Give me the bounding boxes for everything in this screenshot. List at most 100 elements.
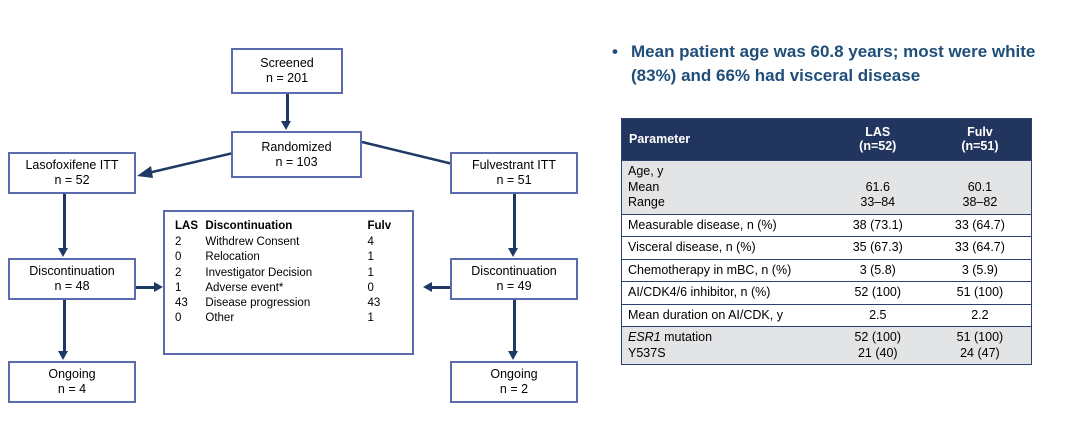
flow-box-screened-line1: Screened [260,56,314,70]
patient-table-row-label: Age, y Mean Range [621,160,827,214]
flow-box-las-discontinuation-line1: Discontinuation [29,264,115,278]
discontinuation-reason: Relocation [205,251,260,264]
patient-table-row: Measurable disease, n (%) 38 (73.1) 33 (… [621,214,1032,237]
patient-table-header-las-label: LAS [865,125,891,139]
discontinuation-las-value: 2 [175,236,182,249]
discontinuation-las-value: 1 [175,281,182,294]
discontinuation-header-row: LAS Discontinuation Fulv [175,219,408,235]
patient-table-row-label-gene: ESR1 [628,330,661,344]
discontinuation-las-value: 0 [175,251,182,264]
patient-table-row: ESR1 mutation Y537S 52 (100) 21 (40) 51 … [621,326,1032,365]
flow-box-lasofoxifene-itt-line2: n = 52 [54,173,90,187]
patient-table-row-fulv: 33 (64.7) [928,236,1032,259]
discontinuation-fulv-value: 43 [367,297,381,310]
discontinuation-fulv-value: 0 [367,281,374,294]
patient-table-header-fulv-n: (n=51) [961,139,999,153]
discontinuation-row: 0 Relocation 1 [175,250,408,265]
connector-lasdisc-legend [136,286,154,289]
flow-box-las-discontinuation: Discontinuation n = 48 [8,258,136,300]
patient-table-header-las-n: (n=52) [859,139,897,153]
patient-table-row: Chemotherapy in mBC, n (%) 3 (5.8) 3 (5.… [621,259,1032,282]
discontinuation-reason: Other [205,312,235,325]
patient-table-header-las: LAS (n=52) [826,118,929,161]
patient-table-row: Visceral disease, n (%) 35 (67.3) 33 (64… [621,236,1032,259]
patient-table-row: Mean duration on AI/CDK, y 2.5 2.2 [621,304,1032,327]
patient-table-row-fulv: 2.2 [928,304,1032,327]
discontinuation-legend-box: LAS Discontinuation Fulv 2 Withdrew Cons… [163,210,414,355]
connector-fulvitt-discontinuation [513,194,516,250]
flow-box-fulvestrant-itt: Fulvestrant ITT n = 51 [450,152,578,194]
arrowhead-fulv-ongoing [508,351,518,360]
connector-fulvdisc-legend [432,286,450,289]
patient-table-row-las: 38 (73.1) [826,214,929,237]
discontinuation-table: LAS Discontinuation Fulv 2 Withdrew Cons… [175,219,408,326]
discontinuation-row: 43 Disease progression 43 [175,296,408,311]
patient-table-row-fulv: 51 (100) [928,281,1032,304]
patient-table-row-fulv: 60.1 38–82 [928,160,1032,214]
flow-box-randomized-line1: Randomized [261,139,332,154]
patient-table-row-label: Chemotherapy in mBC, n (%) [621,259,827,282]
arrowhead-randomized [281,121,291,130]
patient-table-row-las: 61.6 33–84 [826,160,929,214]
flow-box-las-ongoing: Ongoing n = 4 [8,361,136,403]
patient-table-row-label-rest: mutation Y537S [628,330,713,360]
discontinuation-reason: Withdrew Consent [205,236,300,249]
flow-box-fulvestrant-itt-line2: n = 51 [496,173,532,187]
flow-box-fulv-discontinuation-line2: n = 49 [496,279,532,293]
discontinuation-row: 0 Other 1 [175,311,408,326]
flow-box-las-discontinuation-line2: n = 48 [54,279,90,293]
discontinuation-header-fulv: Fulv [367,220,392,232]
patient-table-row-las: 3 (5.8) [826,259,929,282]
patient-table-row: AI/CDK4/6 inhibitor, n (%) 52 (100) 51 (… [621,281,1032,304]
connector-lasitt-discontinuation [63,194,66,250]
patient-table-row-label: AI/CDK4/6 inhibitor, n (%) [621,281,827,304]
discontinuation-row: 1 Adverse event* 0 [175,281,408,296]
patient-table-row-las: 2.5 [826,304,929,327]
discontinuation-fulv-value: 1 [367,312,374,325]
discontinuation-reason: Adverse event* [205,281,284,294]
flow-box-lasofoxifene-itt-line1: Lasofoxifene ITT [25,158,119,172]
arrowhead-las-discontinuation [58,248,68,257]
connector-lasdisc-ongoing [63,300,66,353]
summary-bullet: • Mean patient age was 60.8 years; most … [612,40,1064,88]
discontinuation-fulv-value: 1 [367,251,374,264]
arrowhead-fulv-discontinuation [508,248,518,257]
flow-box-las-ongoing-line1: Ongoing [48,367,96,381]
flow-box-randomized-line2: n = 103 [275,154,318,169]
arrowhead-legend-right [423,281,432,292]
flow-box-fulv-discontinuation: Discontinuation n = 49 [450,258,578,300]
patient-characteristics-table: Parameter LAS (n=52) Fulv (n=51) Age, y … [621,118,1032,365]
arrowhead-legend-left [154,281,163,292]
flow-box-randomized: Randomized n = 103 [231,131,362,178]
flow-box-fulv-ongoing-line1: Ongoing [490,367,538,381]
flow-box-lasofoxifene-itt: Lasofoxifene ITT n = 52 [8,152,136,194]
connector-screened-randomized [286,94,289,123]
flow-box-fulvestrant-itt-line1: Fulvestrant ITT [471,158,557,172]
discontinuation-fulv-value: 4 [367,236,374,249]
discontinuation-header-las: LAS [175,220,198,232]
discontinuation-las-value: 43 [175,297,188,310]
flow-box-fulv-ongoing: Ongoing n = 2 [450,361,578,403]
flow-box-fulv-ongoing-line2: n = 2 [499,382,529,396]
patient-table-header-fulv: Fulv (n=51) [928,118,1032,161]
patient-table-row-label: ESR1 mutation Y537S [621,326,827,365]
discontinuation-reason: Investigator Decision [205,266,313,279]
discontinuation-las-value: 2 [175,266,182,279]
bullet-marker-icon: • [612,42,618,61]
discontinuation-las-value: 0 [175,312,182,325]
flow-box-screened-line2: n = 201 [265,71,309,85]
discontinuation-reason: Disease progression [205,297,311,310]
discontinuation-header-reason: Discontinuation [205,220,293,232]
flow-box-fulv-discontinuation-line1: Discontinuation [471,264,557,278]
patient-table-row-fulv: 33 (64.7) [928,214,1032,237]
arrowhead-las-ongoing [58,351,68,360]
patient-table-row-las: 52 (100) 21 (40) [826,326,929,365]
connector-fulvdisc-ongoing [513,300,516,353]
patient-table-header-row: Parameter LAS (n=52) Fulv (n=51) [621,118,1032,161]
discontinuation-fulv-value: 1 [367,266,374,279]
summary-bullet-text: Mean patient age was 60.8 years; most we… [631,42,1036,85]
patient-table-row-label: Mean duration on AI/CDK, y [621,304,827,327]
patient-table-row-label: Visceral disease, n (%) [621,236,827,259]
patient-table-row-fulv: 3 (5.9) [928,259,1032,282]
